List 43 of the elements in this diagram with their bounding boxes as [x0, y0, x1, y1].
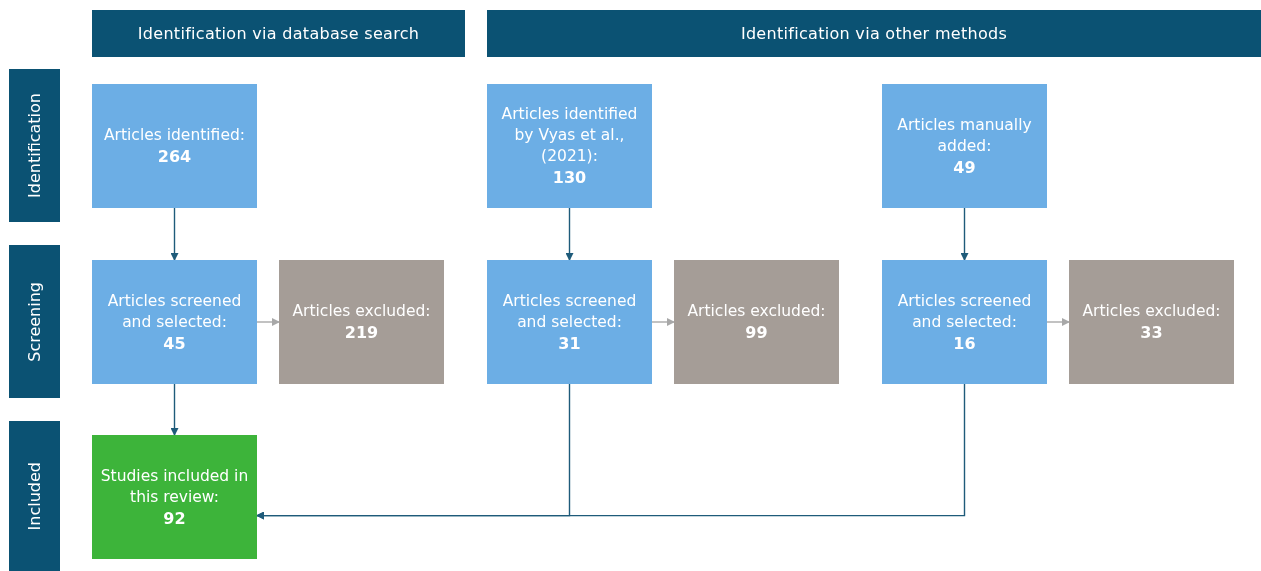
result-box [92, 435, 257, 559]
excluded-box [674, 260, 839, 384]
box-text: Articles manually added: [896, 114, 1033, 157]
count: 130 [552, 167, 587, 188]
process-box [882, 84, 1047, 208]
arrow [170, 383, 179, 436]
box-text: Studies included in this review: [99, 465, 250, 508]
count: 99 [745, 322, 768, 343]
arrow [256, 383, 966, 520]
box-text: Articles screened and selected: [106, 290, 243, 333]
box-text: Articles excluded: [1082, 301, 1221, 322]
count: 264 [157, 146, 192, 167]
count: 92 [163, 507, 186, 529]
phase-label-band: Screening [9, 245, 60, 398]
box-text: Articles screened and selected: [896, 290, 1033, 333]
count: 33 [1140, 322, 1163, 343]
box-text: Articles excluded: [687, 301, 826, 322]
column-header-band: Identification via other methods [487, 10, 1261, 57]
phase-label-band: Included [9, 421, 60, 571]
column-header-band: Identification via database search [92, 10, 465, 57]
box-text: Articles identified: [104, 125, 245, 146]
arrow [256, 318, 280, 326]
arrow [1046, 318, 1070, 326]
arrow [170, 207, 179, 261]
count: 45 [163, 332, 186, 354]
count: 16 [953, 332, 976, 354]
process-box [92, 84, 257, 208]
process-box [487, 84, 652, 208]
process-box [487, 260, 652, 384]
process-box [92, 260, 257, 384]
box-text: Articles screened and selected: [501, 290, 638, 333]
phase-label-band: Identification [9, 69, 60, 222]
arrow [651, 318, 675, 326]
box-text: Articles excluded: [292, 301, 431, 322]
count: 219 [344, 322, 379, 343]
arrow [565, 207, 574, 261]
count: 31 [558, 332, 581, 354]
process-box [882, 260, 1047, 384]
box-text: Articles identified by Vyas et al., (2021): [500, 104, 639, 167]
excluded-box [279, 260, 444, 384]
count: 49 [953, 156, 976, 178]
excluded-box [1069, 260, 1234, 384]
arrow [960, 207, 969, 261]
